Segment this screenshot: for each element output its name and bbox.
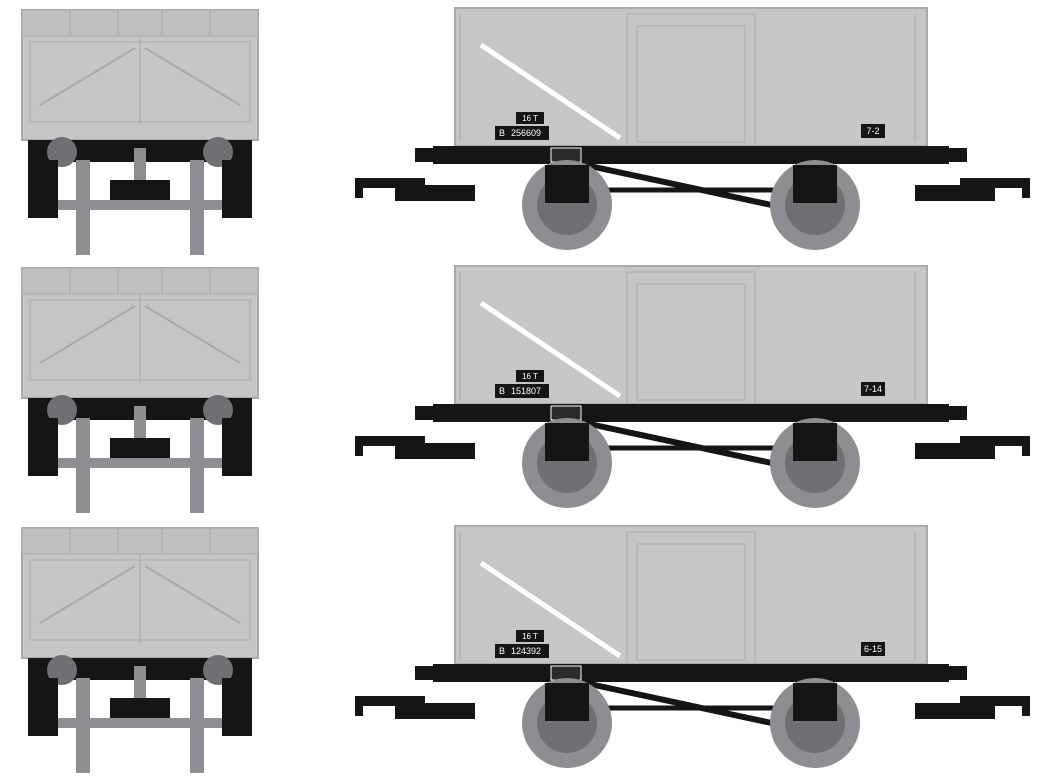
wagon-tonnage: 16 T: [522, 372, 538, 381]
wagon-side-view: 16 T B 151807 7-14: [345, 258, 1042, 518]
wagon-number: 124392: [511, 646, 541, 656]
wagon-code: 7-2: [866, 126, 879, 136]
wagon-code: 6-15: [864, 644, 882, 654]
wagon-side-view: 16 T B 256609 7-2: [345, 0, 1042, 260]
wagon-row-1: 16 T B 256609 7-2: [0, 0, 1042, 260]
wagon-number: 256609: [511, 128, 541, 138]
wagon-tonnage: 16 T: [522, 632, 538, 641]
wagon-row-2: 16 T B 151807 7-14: [0, 258, 1042, 518]
wagon-prefix: B: [499, 386, 505, 396]
wagon-end-view: [0, 258, 280, 518]
wagon-prefix: B: [499, 128, 505, 138]
wagon-row-3: 16 T B 124392 6-15: [0, 518, 1042, 778]
wagon-side-view: 16 T B 124392 6-15: [345, 518, 1042, 778]
wagon-number: 151807: [511, 386, 541, 396]
wagon-end-view: [0, 0, 280, 260]
wagon-prefix: B: [499, 646, 505, 656]
wagon-tonnage: 16 T: [522, 114, 538, 123]
wagon-code: 7-14: [864, 384, 882, 394]
wagon-end-view: [0, 518, 280, 778]
